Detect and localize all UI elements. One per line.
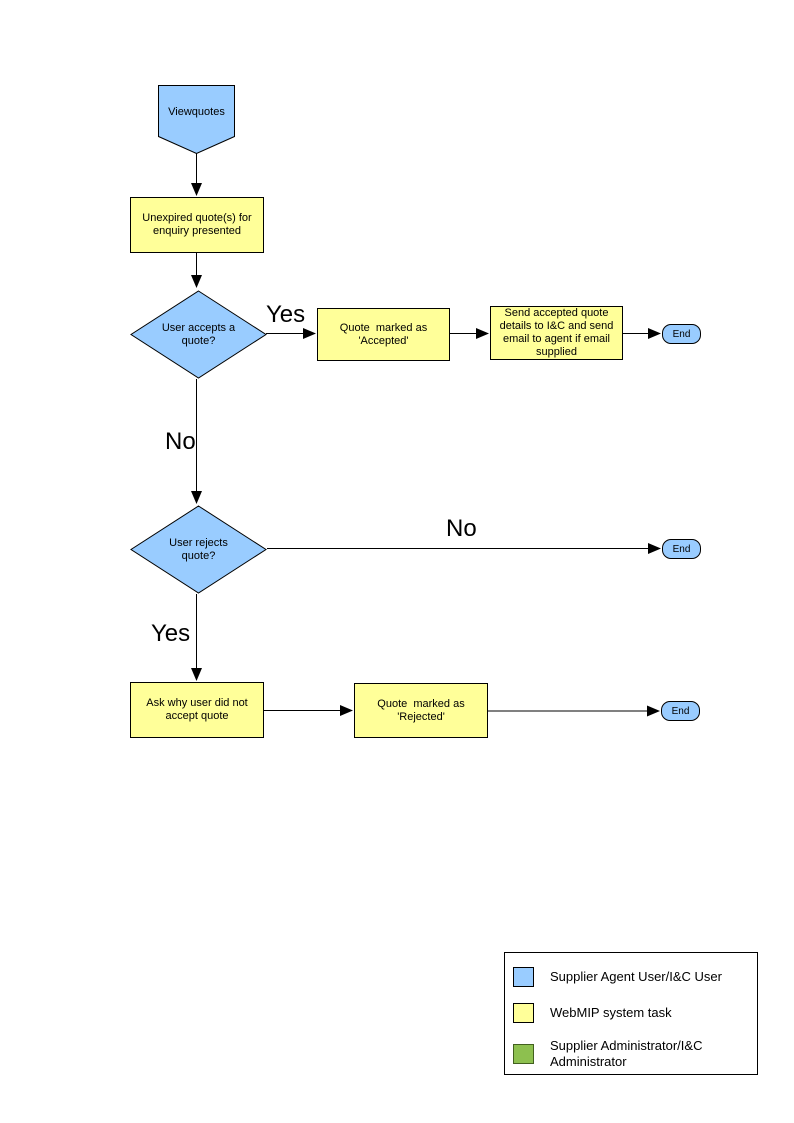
diamond-shape — [130, 290, 267, 379]
task-unexpired-quotes: Unexpired quote(s) for enquiry presented — [130, 197, 264, 253]
task-quote-marked-accepted: Quote marked as 'Accepted' — [317, 308, 450, 361]
task-send-accepted-details: Send accepted quote details to I&C and s… — [490, 306, 623, 360]
diamond-shape — [130, 505, 267, 594]
legend-swatch-green — [513, 1044, 534, 1064]
branch-label-accepts-no: No — [165, 428, 196, 455]
task-send-accepted-details-label: Send accepted quote details to I&C and s… — [499, 307, 617, 358]
legend-label-supplier-agent: Supplier Agent User/I&C User — [550, 969, 722, 984]
legend-label-supplier-admin: Supplier Administrator/I&C Administrator — [550, 1038, 703, 1069]
end-node-accepted: End — [662, 324, 701, 344]
branch-label-rejects-yes: Yes — [151, 620, 191, 647]
legend-label-webmip-task: WebMIP system task — [550, 1005, 672, 1020]
end-node-not-rejected: End — [662, 539, 701, 559]
legend-swatch-blue — [513, 967, 534, 987]
pentagon-shape — [158, 85, 235, 154]
task-unexpired-quotes-label: Unexpired quote(s) for enquiry presented — [142, 212, 255, 237]
task-quote-marked-accepted-label: Quote marked as 'Accepted' — [339, 321, 431, 347]
end-node-not-rejected-label: End — [672, 543, 691, 555]
branch-label-accepts-yes: Yes — [266, 301, 306, 328]
end-node-accepted-label: End — [672, 328, 691, 340]
legend-item-webmip-task: WebMIP system task — [513, 1003, 755, 1023]
decision-user-rejects-quote-label: User rejects quote? — [169, 536, 231, 562]
task-quote-marked-rejected-label: Quote marked as 'Rejected' — [377, 697, 468, 723]
legend-swatch-yellow — [513, 1003, 534, 1023]
decision-user-accepts-quote-label: User accepts a quote? — [161, 321, 239, 347]
task-ask-why-not-accept-label: Ask why user did not accept quote — [146, 697, 251, 722]
decision-user-rejects-quote: User rejects quote? — [130, 505, 267, 594]
legend-item-supplier-agent: Supplier Agent User/I&C User — [513, 967, 755, 987]
branch-label-rejects-no: No — [446, 515, 477, 542]
end-node-rejected-label: End — [671, 705, 690, 717]
start-node-label: Viewquotes — [168, 105, 225, 118]
legend-item-supplier-admin: Supplier Administrator/I&C Administrator — [513, 1038, 755, 1070]
task-ask-why-not-accept: Ask why user did not accept quote — [130, 682, 264, 738]
end-node-rejected: End — [661, 701, 700, 721]
task-quote-marked-rejected: Quote marked as 'Rejected' — [354, 683, 488, 738]
decision-user-accepts-quote: User accepts a quote? — [130, 290, 267, 379]
start-node-viewquotes: Viewquotes — [158, 85, 235, 154]
legend-box: Supplier Agent User/I&C User WebMIP syst… — [504, 952, 758, 1075]
